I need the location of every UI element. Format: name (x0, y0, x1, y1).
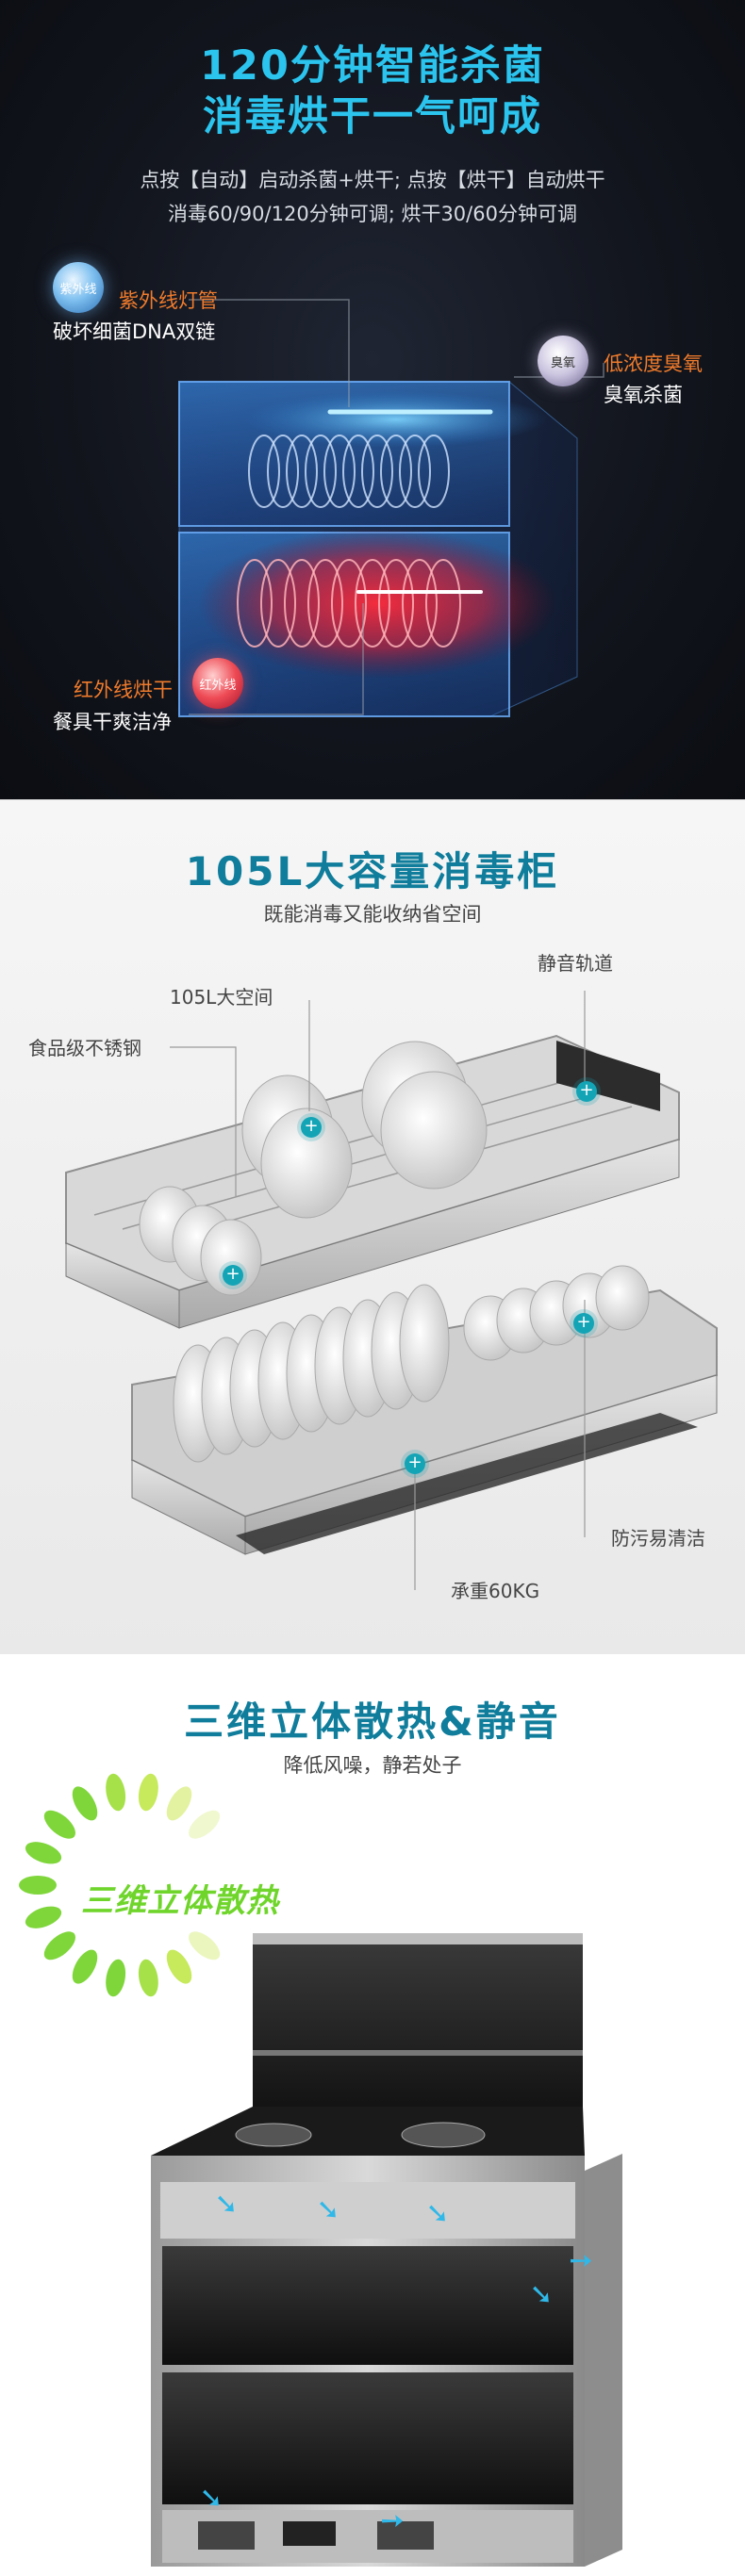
section1-title-line1: 120分钟智能杀菌 (200, 42, 545, 90)
hotspot-clean[interactable] (573, 1310, 594, 1335)
infrared-title: 红外线烘干 (74, 679, 173, 701)
uv-desc: 破坏细菌DNA双链 (53, 320, 216, 343)
airflow-arrow-icon: ➙ (380, 2504, 405, 2537)
section2-title: 105L大容量消毒柜 (185, 848, 560, 894)
airflow-arrow-icon: ➘ (425, 2197, 450, 2230)
infrared-desc: 餐具干爽洁净 (53, 711, 172, 733)
infrared-icon: 红外线 (192, 658, 243, 709)
capacity-section: 105L大容量消毒柜 既能消毒又能收纳省空间 (0, 799, 745, 1654)
label-105l-space: 105L大空间 (170, 986, 273, 1009)
uv-title: 紫外线灯管 (119, 289, 218, 312)
cooling-section: 三维立体散热&静音 降低风噪，静若处子 三维立体散热 (0, 1654, 745, 2576)
section1-desc-line1: 点按【自动】启动杀菌+烘干; 点按【烘干】自动烘干 (140, 169, 605, 191)
hotspot-load[interactable] (405, 1451, 425, 1475)
sterilization-section: 120分钟智能杀菌 消毒烘干一气呵成 点按【自动】启动杀菌+烘干; 点按【烘干】… (0, 0, 745, 799)
label-load-60kg: 承重60KG (451, 1580, 540, 1602)
airflow-arrow-icon: ➘ (199, 2482, 224, 2515)
fan-text: 三维立体散热 (81, 1882, 279, 1920)
fan-ring-icon (19, 1773, 221, 1997)
section1-title-line2: 消毒烘干一气呵成 (203, 93, 542, 140)
integrated-stove-illustration (151, 1933, 622, 2567)
infrared-badge-text: 红外线 (199, 678, 237, 693)
dish-racks-illustration (65, 991, 718, 1590)
ozone-desc: 臭氧杀菌 (604, 384, 683, 406)
ozone-icon: 臭氧 (538, 336, 588, 386)
airflow-arrow-icon: ➘ (316, 2193, 340, 2226)
label-food-grade-steel: 食品级不锈钢 (28, 1037, 141, 1059)
hotspot-space[interactable] (301, 1114, 322, 1139)
hotspot-steel[interactable] (223, 1262, 243, 1287)
airflow-arrow-icon: ➘ (529, 2278, 554, 2311)
cabinet-3d-illustration (178, 299, 604, 717)
hotspot-rail[interactable] (576, 1078, 597, 1103)
section1-desc-line2: 消毒60/90/120分钟可调; 烘干30/60分钟可调 (168, 203, 577, 225)
ozone-badge-text: 臭氧 (550, 355, 575, 370)
uv-badge-text: 紫外线 (59, 282, 97, 297)
section3-title: 三维立体散热&静音 (184, 1698, 561, 1745)
label-easy-clean: 防污易清洁 (611, 1527, 705, 1550)
section2-subtitle: 既能消毒又能收纳省空间 (263, 903, 482, 926)
airflow-arrow-icon: ➙ (569, 2244, 593, 2277)
uv-lamp-icon: 紫外线 (53, 262, 104, 313)
section3-subtitle: 降低风噪，静若处子 (283, 1754, 462, 1777)
label-silent-rail: 静音轨道 (538, 952, 613, 975)
airflow-arrow-icon: ➘ (214, 2188, 239, 2221)
ozone-title: 低浓度臭氧 (604, 353, 703, 375)
